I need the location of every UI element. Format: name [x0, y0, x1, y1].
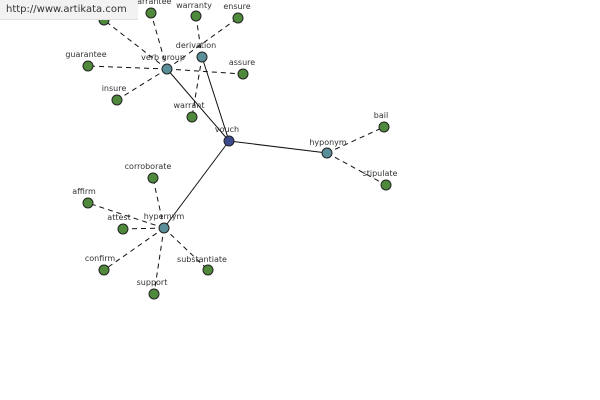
node-verb-group[interactable]	[161, 63, 173, 75]
nodes-layer	[82, 7, 392, 300]
edge-verb_group-hidden_leaf	[103, 19, 168, 70]
edge-hypernym-substantiate	[163, 227, 209, 271]
label-bail: bail	[374, 111, 388, 120]
node-warrant[interactable]	[186, 111, 198, 123]
labels-layer: vouch verb group derivation hyponym hypernym…	[65, 0, 397, 287]
node-insure[interactable]	[111, 94, 123, 106]
node-warrantee[interactable]	[145, 7, 157, 19]
edge-hyponym-bail	[326, 126, 385, 154]
label-substantiate: substantiate	[177, 255, 227, 264]
edge-derivation-warranty	[195, 15, 203, 58]
label-hyponym: hyponym	[309, 138, 347, 147]
node-stipulate[interactable]	[380, 179, 392, 191]
label-corroborate: corroborate	[125, 162, 172, 171]
node-support[interactable]	[148, 288, 160, 300]
label-stipulate: stipulate	[363, 169, 398, 178]
edge-hypernym-affirm	[87, 202, 165, 229]
label-affirm: affirm	[72, 187, 96, 196]
edge-vouch-verb_group	[166, 68, 230, 142]
node-ensure[interactable]	[232, 12, 244, 24]
label-vouch: vouch	[215, 125, 239, 134]
label-confirm: confirm	[85, 254, 116, 263]
source-url-banner[interactable]: http://www.artikata.com	[0, 0, 138, 20]
node-derivation[interactable]	[196, 51, 208, 63]
node-substantiate[interactable]	[202, 264, 214, 276]
edge-hypernym-attest	[122, 227, 165, 230]
node-corroborate[interactable]	[147, 172, 159, 184]
edges-layer	[87, 12, 387, 295]
label-warrant: warrant	[174, 101, 205, 110]
label-warranty: warranty	[176, 1, 212, 10]
edge-verb_group-warrantee	[150, 12, 168, 70]
label-warrantee: warrantee	[131, 0, 172, 6]
node-hypernym[interactable]	[158, 222, 170, 234]
label-derivation: derivation	[176, 41, 216, 50]
node-hyponym[interactable]	[321, 147, 333, 159]
edge-hypernym-support	[153, 227, 165, 295]
edge-vouch-hypernym	[163, 140, 230, 229]
edge-hypernym-confirm	[103, 227, 165, 271]
node-assure[interactable]	[237, 68, 249, 80]
edge-vouch-derivation	[201, 56, 230, 142]
node-warranty[interactable]	[190, 10, 202, 22]
edge-hyponym-stipulate	[326, 152, 387, 186]
label-guarantee: guarantee	[65, 50, 106, 59]
node-confirm[interactable]	[98, 264, 110, 276]
edge-verb_group-ensure	[166, 17, 239, 70]
edge-derivation-warrant	[191, 56, 203, 118]
label-hypernym: hypernym	[144, 212, 185, 221]
node-guarantee[interactable]	[82, 60, 94, 72]
label-ensure: ensure	[223, 2, 250, 11]
node-bail[interactable]	[378, 121, 390, 133]
node-affirm[interactable]	[82, 197, 94, 209]
label-insure: insure	[102, 84, 127, 93]
label-assure: assure	[229, 58, 255, 67]
label-attest: attest	[107, 213, 130, 222]
node-vouch[interactable]	[223, 135, 235, 147]
edge-verb_group-assure	[166, 68, 244, 75]
edge-vouch-hyponym	[228, 140, 328, 154]
edge-verb_group-guarantee	[87, 65, 168, 70]
node-attest[interactable]	[117, 223, 129, 235]
label-verb-group: verb group	[141, 53, 185, 62]
label-support: support	[137, 278, 168, 287]
edge-verb_group-insure	[116, 68, 168, 101]
